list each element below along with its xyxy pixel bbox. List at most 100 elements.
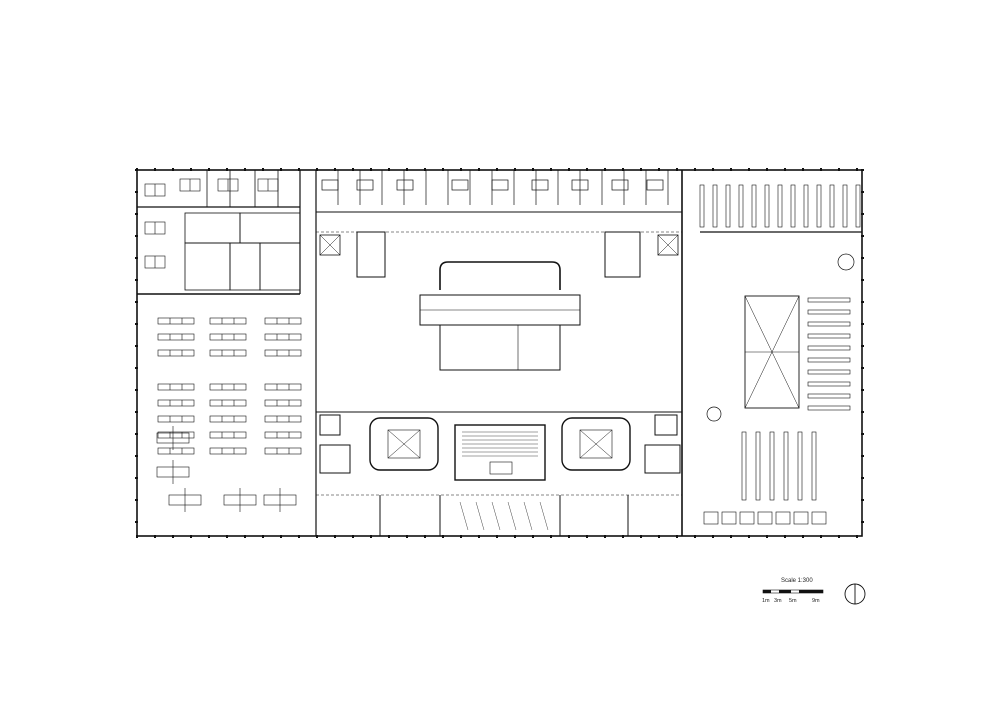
column-marker	[424, 535, 426, 538]
reading-table	[807, 393, 851, 399]
column-marker	[478, 535, 480, 538]
column-marker	[244, 535, 246, 538]
column-marker	[514, 168, 516, 171]
column-marker	[280, 168, 282, 171]
column-marker	[748, 168, 750, 171]
column-marker	[640, 168, 642, 171]
column-marker	[298, 535, 300, 538]
column-marker	[514, 535, 516, 538]
column-marker	[388, 535, 390, 538]
bookshelf	[842, 184, 848, 228]
column-marker	[135, 213, 138, 215]
desk-row	[209, 415, 247, 423]
column-marker	[820, 535, 822, 538]
desk-row	[209, 431, 247, 439]
desk-row	[264, 383, 302, 391]
bookshelf	[738, 184, 744, 228]
column-marker	[658, 168, 660, 171]
scale-tick: 9m	[812, 598, 820, 604]
office-desk	[611, 179, 629, 191]
desk-row	[264, 349, 302, 357]
top-office-cells	[315, 170, 669, 205]
reading-table	[807, 333, 851, 339]
desk-row	[264, 317, 302, 325]
column-marker	[135, 389, 138, 391]
office-desk	[396, 179, 414, 191]
column-marker	[496, 535, 498, 538]
bookshelf	[816, 184, 822, 228]
column-marker	[604, 535, 606, 538]
column-marker	[424, 168, 426, 171]
bookshelf	[751, 184, 757, 228]
column-marker	[861, 389, 864, 391]
seat-row	[459, 501, 469, 531]
desk-row	[157, 399, 195, 407]
column-marker	[658, 535, 660, 538]
column-marker	[262, 535, 264, 538]
column-marker	[730, 168, 732, 171]
column-marker	[748, 535, 750, 538]
column-marker	[135, 499, 138, 501]
study-table	[811, 511, 827, 525]
column-marker	[694, 535, 696, 538]
office-desk	[571, 179, 589, 191]
column-marker	[135, 191, 138, 193]
desk-row	[264, 447, 302, 455]
column-marker	[861, 257, 864, 259]
column-marker	[712, 168, 714, 171]
desk-row	[209, 399, 247, 407]
scale-bar	[762, 589, 824, 594]
study-table	[775, 511, 791, 525]
desk-row	[209, 349, 247, 357]
column-marker	[262, 168, 264, 171]
column-marker	[135, 455, 138, 457]
bookshelf	[755, 431, 761, 501]
lecture-seating	[459, 431, 549, 531]
desk-row	[157, 447, 195, 455]
column-marker	[861, 345, 864, 347]
desk-row	[157, 431, 195, 439]
desk-row	[209, 383, 247, 391]
column-marker	[172, 535, 174, 538]
column-marker	[154, 168, 156, 171]
column-marker	[135, 433, 138, 435]
reading-table	[807, 405, 851, 411]
column-marker	[802, 168, 804, 171]
column-marker	[226, 535, 228, 538]
desk-row	[209, 447, 247, 455]
column-marker	[640, 535, 642, 538]
column-marker	[316, 168, 318, 171]
desk-row	[264, 333, 302, 341]
office-desk	[491, 179, 509, 191]
bookshelf	[741, 431, 747, 501]
seat-row	[539, 501, 549, 531]
scale-label: Scale 1:300	[781, 578, 813, 584]
reading-table	[807, 369, 851, 375]
column-marker	[861, 191, 864, 193]
desk-row	[157, 383, 195, 391]
column-marker	[861, 323, 864, 325]
column-marker	[586, 535, 588, 538]
column-marker	[861, 455, 864, 457]
column-marker	[370, 535, 372, 538]
column-marker	[532, 168, 534, 171]
office-desk	[531, 179, 549, 191]
column-marker	[861, 367, 864, 369]
library-shelves	[699, 184, 861, 525]
bookshelf	[855, 184, 861, 228]
column-marker	[406, 168, 408, 171]
column-marker	[861, 521, 864, 523]
column-marker	[226, 168, 228, 171]
column-marker	[135, 169, 138, 171]
bookshelf	[777, 184, 783, 228]
study-table	[721, 511, 737, 525]
column-marker	[135, 323, 138, 325]
column-marker	[352, 168, 354, 171]
study-table	[793, 511, 809, 525]
column-marker	[694, 168, 696, 171]
office-desk	[646, 179, 664, 191]
column-marker	[190, 168, 192, 171]
column-marker	[766, 168, 768, 171]
column-marker	[568, 168, 570, 171]
